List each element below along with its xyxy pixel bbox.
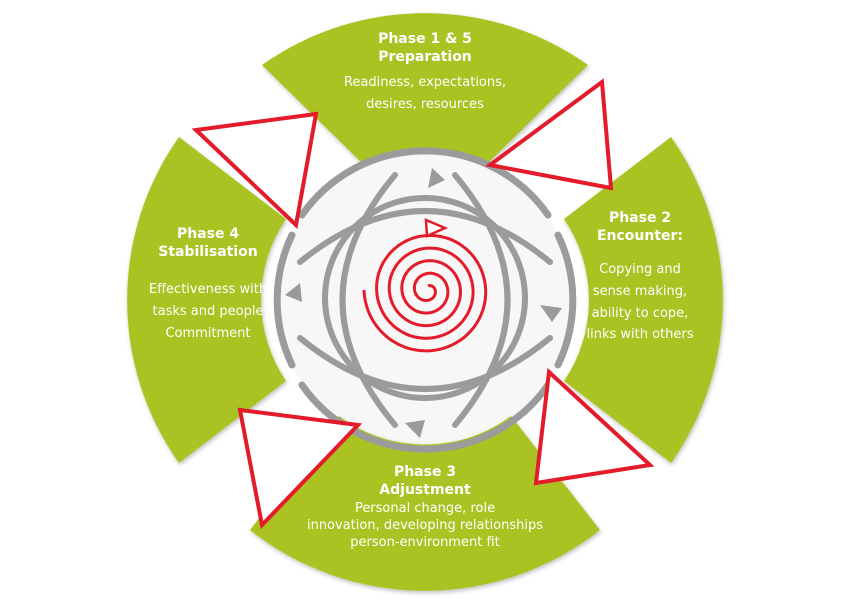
phase-1-5-label: Phase 1 & 5 Preparation Readiness, expec… (320, 31, 530, 116)
phase-1-5-title: Phase 1 & 5 Preparation (320, 31, 530, 66)
phase-4-title-line: Phase 4 (176, 226, 240, 242)
triangle-bottom-left (237, 407, 363, 530)
spiral (362, 233, 488, 353)
phase-3-title: Phase 3 Adjustment (275, 464, 575, 499)
lens-bottom (297, 335, 553, 392)
ring-outer-bottom (298, 381, 552, 453)
phase-segments (127, 13, 723, 591)
phase-4-title-line: Stabilisation (158, 243, 258, 260)
arrowhead-top (428, 168, 445, 188)
phase-3-description: Personal change, role innovation, develo… (275, 501, 575, 552)
phase-3-desc-line: person-environment fit (350, 534, 500, 550)
phase-3-title-line: Phase 3 (393, 464, 457, 480)
arrowhead-bottom (405, 420, 425, 438)
phase-4-desc-line: Commitment (165, 326, 251, 342)
phase-1-5-title-line: Phase 1 & 5 (378, 31, 472, 47)
arrowhead-left (285, 283, 302, 302)
phase-4-description: Effectiveness with tasks and people Comm… (138, 279, 278, 345)
ring-outer-top (298, 147, 552, 219)
phase-2-description: Copying and sense making, ability to cop… (570, 259, 710, 346)
grey-arrowheads (285, 168, 562, 438)
phase-1-5-description: Readiness, expectations, desires, resour… (320, 72, 530, 116)
lens-right (452, 172, 511, 428)
segment-phase-2 (564, 137, 723, 463)
phase-2-desc-line: links with others (586, 327, 694, 343)
phase-2-title-line: Encounter: (596, 227, 684, 244)
phase-1-5-desc-line: desires, resources (366, 97, 484, 113)
phase-3-title-line: Adjustment (379, 481, 471, 498)
phase-2-desc-line: sense making, (592, 283, 688, 299)
ring-outer-right (554, 231, 577, 369)
phase-4-label: Phase 4 Stabilisation Effectiveness with… (138, 226, 278, 345)
phase-3-desc-line: Personal change, role (354, 501, 496, 516)
triangle-top-left (191, 111, 319, 230)
phase-2-desc-line: ability to cope, (591, 305, 689, 321)
segment-phase-4 (127, 137, 286, 463)
triangle-top-right (485, 78, 614, 191)
red-triangles (191, 78, 655, 530)
phase-1-5-desc-line: Readiness, expectations, (343, 75, 507, 90)
lens-top (297, 208, 553, 265)
phase-4-desc-line: tasks and people (152, 304, 264, 320)
ring-outer-left (273, 231, 296, 369)
arrowhead-right (540, 305, 562, 322)
segment-phase-3 (250, 416, 600, 591)
phase-2-label: Phase 2 Encounter: Copying and sense mak… (570, 210, 710, 346)
phase-4-title: Phase 4 Stabilisation (138, 226, 278, 261)
ring-inner (322, 195, 528, 401)
grey-rings (273, 147, 577, 453)
phase-4-desc-line: Effectiveness with (148, 282, 268, 297)
phase-2-desc-line: Copying and (599, 262, 681, 277)
phase-2-title: Phase 2 Encounter: (570, 210, 710, 245)
segment-phase-1-5 (262, 13, 588, 164)
phase-3-desc-line: innovation, developing relationships (306, 517, 544, 533)
lens-left (339, 172, 398, 428)
phase-2-title-line: Phase 2 (608, 210, 672, 226)
triangle-bottom-right (533, 367, 655, 486)
phase-3-label: Phase 3 Adjustment Personal change, role… (275, 464, 575, 552)
phase-1-5-title-line: Preparation (378, 48, 472, 65)
spiral-arrowhead (424, 218, 449, 238)
